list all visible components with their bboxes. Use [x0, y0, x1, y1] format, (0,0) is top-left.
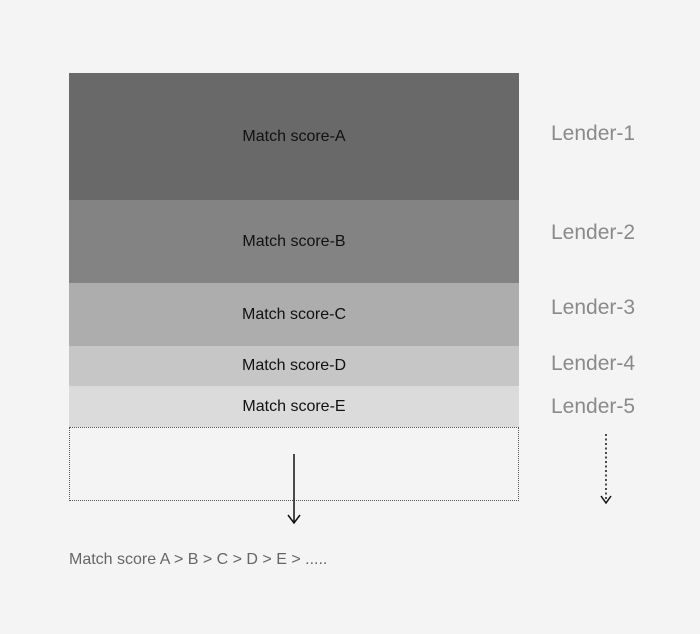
lender-3-label: Lender-3 [551, 296, 636, 319]
tier-match-score-b: Match score-B [69, 200, 519, 283]
tier-match-score-c: Match score-C [69, 283, 519, 346]
tier-label: Match score-A [242, 127, 346, 145]
tier-match-score-d: Match score-D [69, 346, 519, 386]
dotted-down-arrow-icon [600, 434, 612, 505]
tier-match-score-e: Match score-E [69, 386, 519, 427]
tier-label: Match score-B [242, 232, 346, 250]
lender-2-label: Lender-2 [551, 221, 636, 244]
tier-label: Match score-C [241, 305, 347, 323]
lender-5-label: Lender-5 [551, 395, 636, 418]
ranking-formula: Match score A > B > C > D > E > ..... [69, 551, 328, 568]
tier-match-score-a: Match score-A [69, 73, 519, 200]
solid-down-arrow-icon [287, 454, 301, 525]
tier-label: Match score-E [242, 397, 346, 415]
lender-4-label: Lender-4 [551, 352, 636, 375]
tier-label: Match score-D [241, 357, 347, 374]
lender-1-label: Lender-1 [551, 122, 636, 145]
